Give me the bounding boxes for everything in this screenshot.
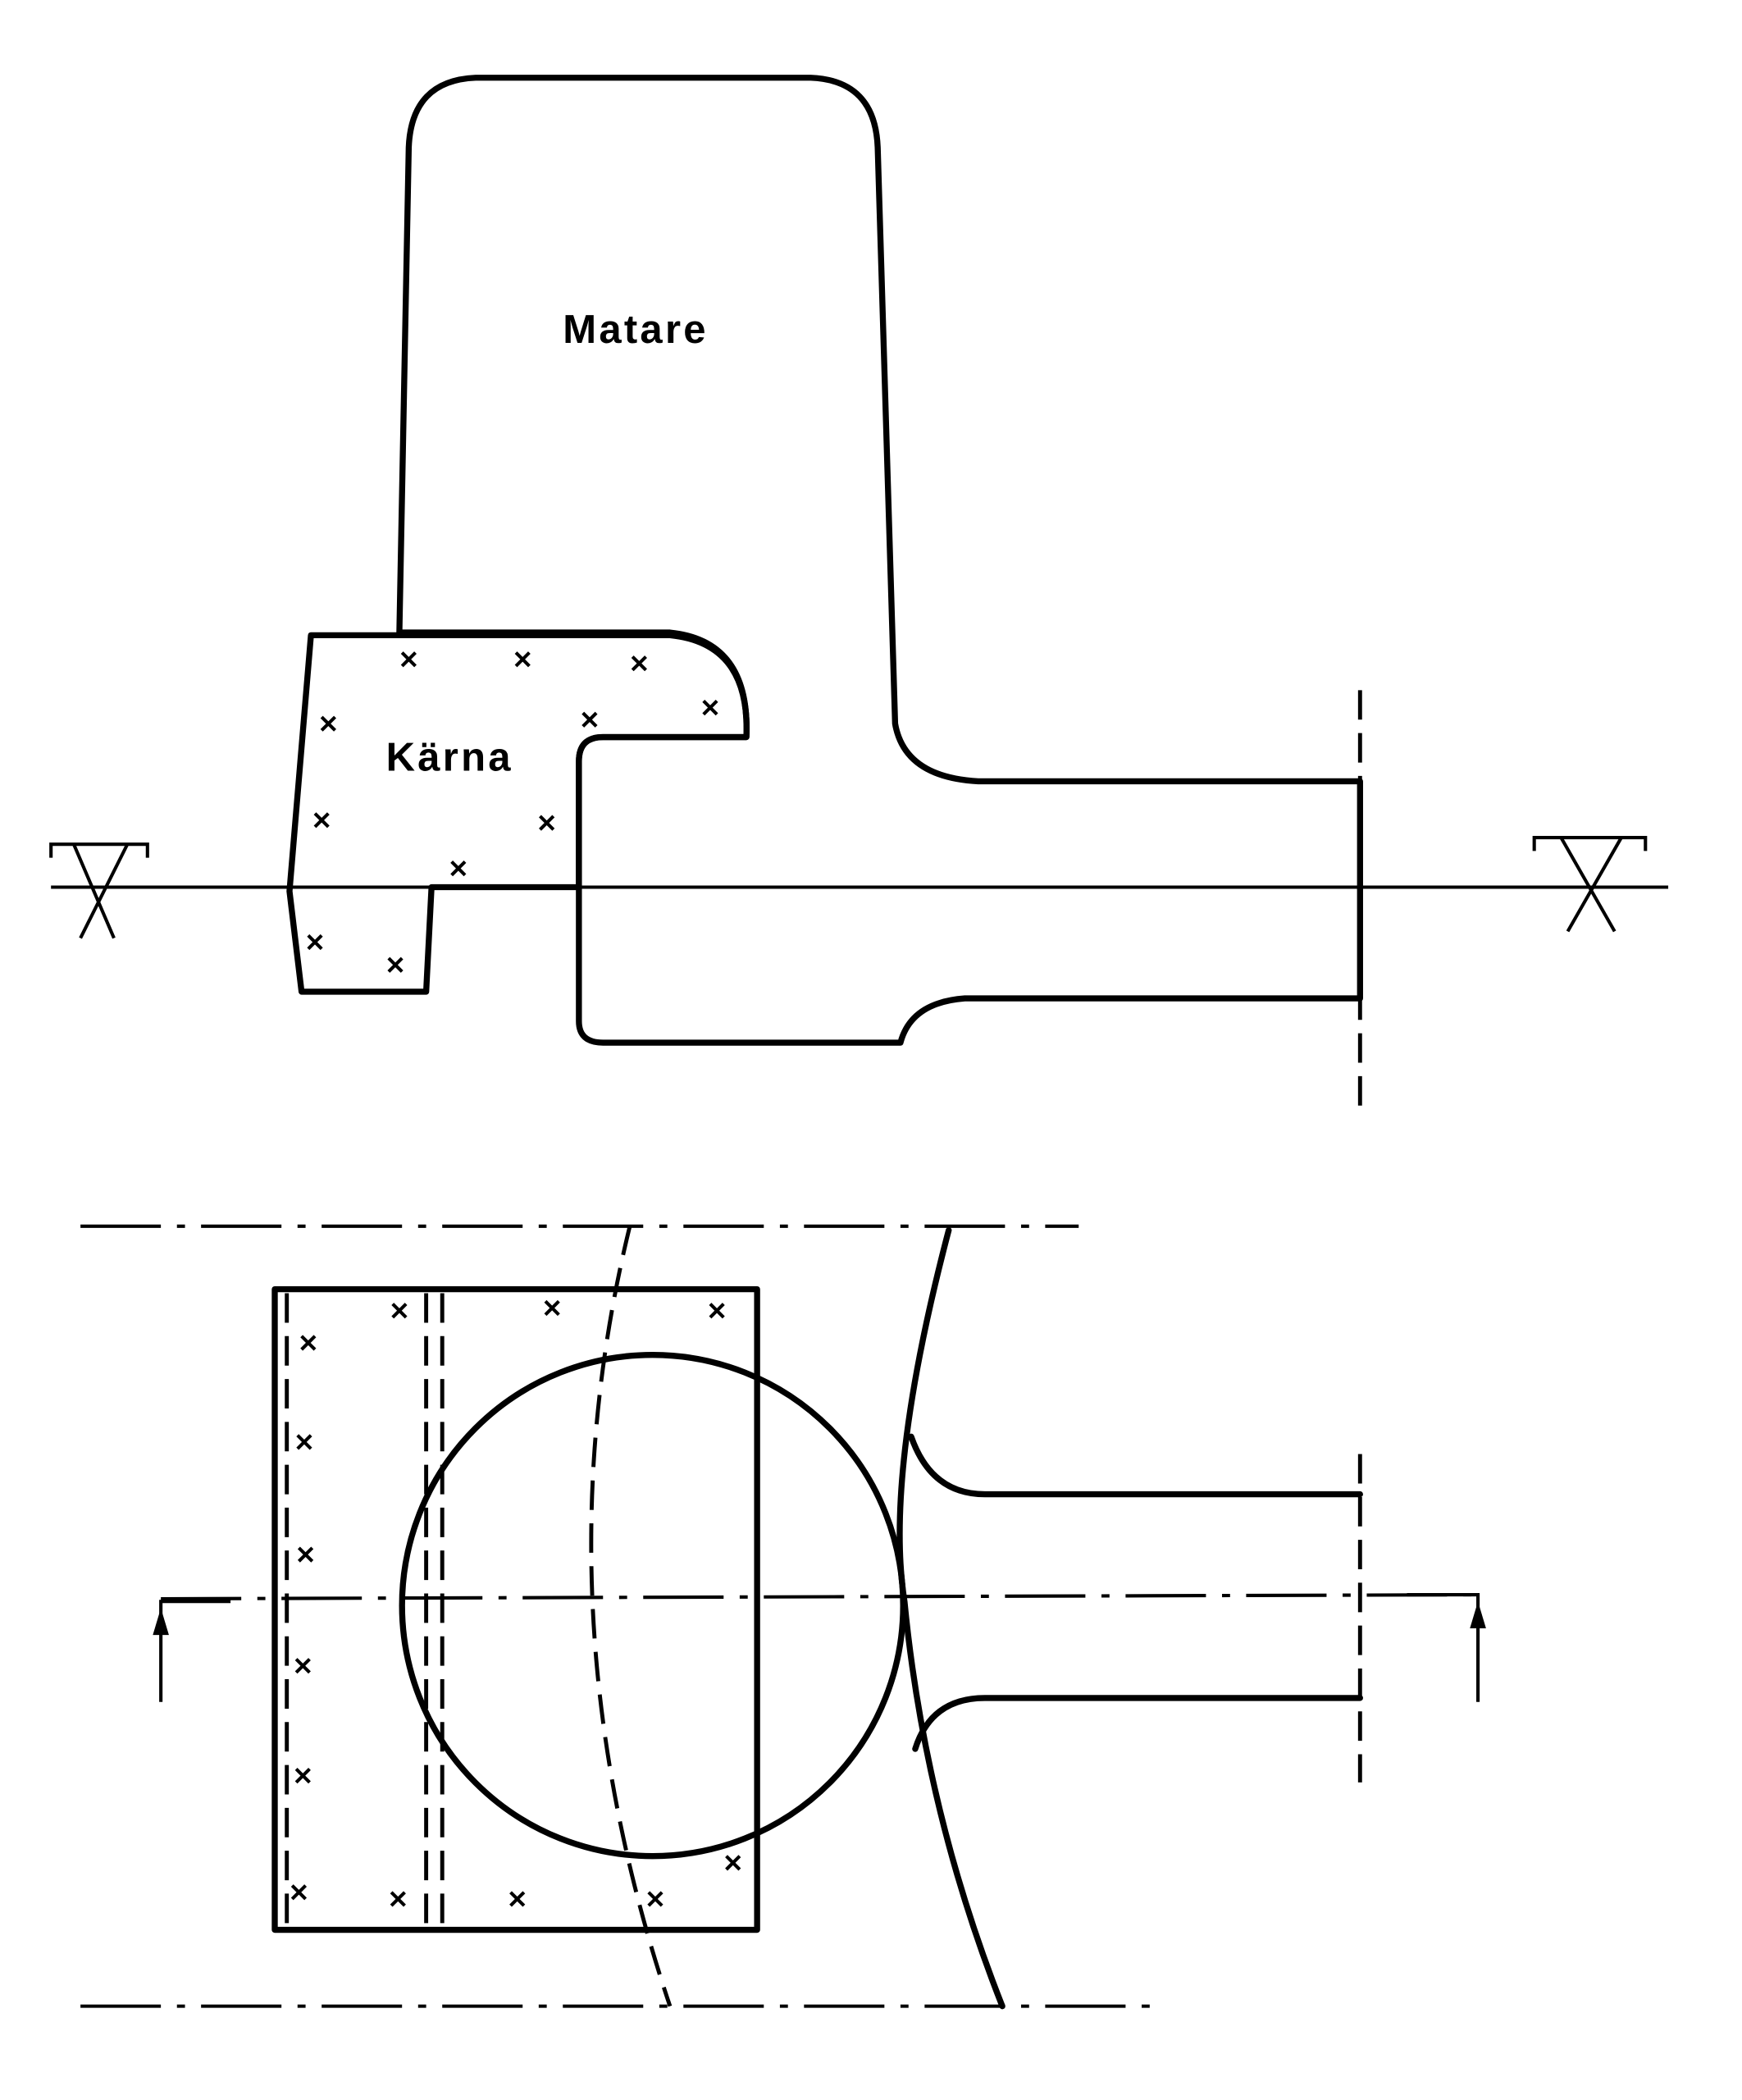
section-arrow-left [153,1600,231,1702]
cross-mark [539,815,555,831]
cross-mark [514,651,531,668]
arrow-up-icon [1470,1601,1486,1628]
cross-mark [450,861,467,877]
cross-mark [313,812,330,829]
cross-mark [296,1434,312,1450]
cross-mark [300,1335,317,1351]
cross-mark [709,1303,725,1319]
cross-mark [307,934,323,951]
core-sand-marks [307,651,718,973]
cross-mark [509,1891,526,1907]
cross-mark [544,1299,560,1317]
cross-mark [631,655,647,672]
cross-mark [390,1891,406,1907]
plan-view [80,1224,1486,2010]
core-section [286,632,750,995]
cross-mark [725,1855,741,1871]
cross-mark [320,715,336,732]
section-line [161,1593,1475,1601]
feeder-circle [399,1351,906,1860]
feeder-section [396,75,1363,1046]
cross-mark [391,1303,408,1319]
cross-mark [702,699,718,716]
section-view: Matare Kärna [49,75,1669,1120]
cross-mark [400,651,417,668]
cross-mark [297,1546,314,1563]
core-outline [271,1285,760,1933]
cross-mark [387,956,404,973]
cross-mark [290,1884,308,1901]
cross-mark [581,711,598,728]
cross-mark [647,1891,664,1907]
section-marker-left [49,842,149,939]
cross-mark [294,1768,311,1784]
arm-lower-edge [912,1695,1363,1752]
hidden-contour [589,1226,673,2007]
casting-contour [896,1227,1006,2010]
core-sand-marks-plan [290,1299,741,1907]
section-marker-right [1532,836,1648,933]
feeder-label: Matare [563,308,709,352]
arrow-up-icon [153,1608,169,1636]
cross-mark [294,1658,311,1674]
core-label: Kärna [386,735,513,779]
section-arrow-right [1407,1593,1486,1702]
arm-upper-edge [908,1433,1363,1498]
